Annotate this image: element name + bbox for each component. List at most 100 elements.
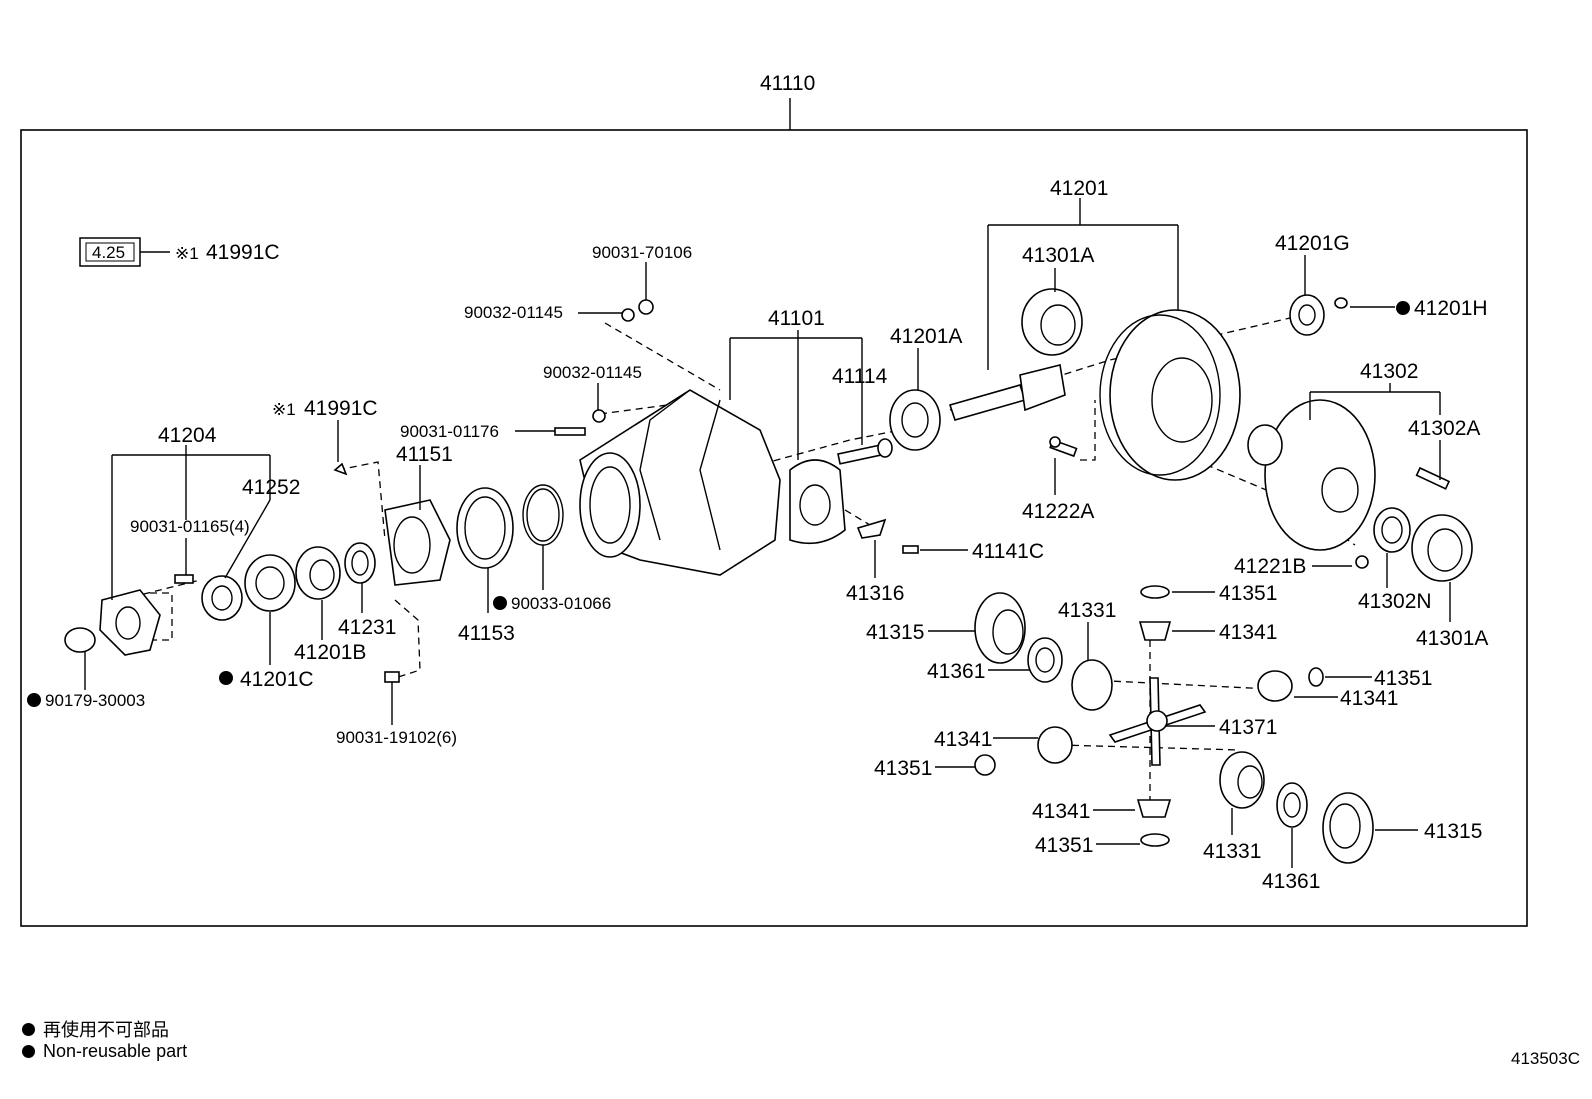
callout-41361-a[interactable]: 41361 [927, 660, 985, 683]
callout-41371[interactable]: 41371 [1219, 716, 1277, 739]
callout-41991C-b[interactable]: 41991C [304, 397, 378, 420]
part-bearing-41201B[interactable] [295, 546, 341, 600]
part-pinion-41341-c[interactable] [1037, 726, 1073, 764]
part-washer-41351-a[interactable] [1140, 585, 1170, 599]
part-bolt-90031-01176[interactable] [554, 427, 586, 436]
part-washer-41351-c[interactable] [974, 754, 996, 776]
callout-41201[interactable]: 41201 [1050, 177, 1108, 200]
callout-41341-a[interactable]: 41341 [1219, 621, 1277, 644]
callout-41201B[interactable]: 41201B [294, 641, 366, 664]
part-mark-41991C-b[interactable] [333, 462, 348, 476]
part-bearing-41201G[interactable] [1289, 294, 1325, 336]
callout-41316[interactable]: 41316 [846, 582, 904, 605]
callout-41302[interactable]: 41302 [1360, 360, 1418, 383]
callout-41351-d[interactable]: 41351 [1035, 834, 1093, 857]
callout-41252[interactable]: 41252 [242, 476, 300, 499]
part-bearing-41301A-top[interactable] [1021, 288, 1083, 356]
part-bearing-41301A-bot[interactable] [1411, 514, 1473, 582]
callout-90031-19102[interactable]: 90031-19102(6) [336, 728, 457, 747]
callout-90031-01176[interactable]: 90031-01176 [400, 422, 499, 441]
callout-41201H[interactable]: 41201H [1414, 297, 1488, 320]
part-washer-41201H[interactable] [1334, 297, 1348, 309]
part-bearing-41201A[interactable] [889, 389, 941, 451]
callout-41201A[interactable]: 41201A [890, 325, 962, 348]
callout-41351-c[interactable]: 41351 [874, 757, 932, 780]
part-washer-41302N[interactable] [1373, 507, 1411, 553]
callout-41331-a[interactable]: 41331 [1058, 599, 1116, 622]
callout-41331-b[interactable]: 41331 [1203, 840, 1261, 863]
part-retainer-41151[interactable] [384, 499, 451, 586]
part-gasket-41153[interactable] [456, 487, 514, 569]
part-washer-41351-b[interactable] [1308, 667, 1324, 687]
callout-90031-01165[interactable]: 90031-01165(4) [130, 517, 250, 536]
part-pinion-41341-b[interactable] [1257, 670, 1293, 702]
part-washer-90032-01145-a[interactable] [621, 308, 635, 322]
legend-en-text: Non-reusable part [43, 1041, 188, 1061]
part-side-gear-41331-b[interactable] [1219, 751, 1265, 809]
callout-41221B[interactable]: 41221B [1234, 555, 1306, 578]
part-pinion-41341-a[interactable] [1138, 621, 1172, 641]
callout-41153[interactable]: 41153 [458, 622, 515, 645]
part-washer-41361-a[interactable] [1027, 637, 1063, 683]
part-bolt-41302A[interactable] [1415, 466, 1451, 490]
callout-41301A-bot[interactable]: 41301A [1416, 627, 1488, 650]
assembly-frame [20, 129, 1528, 927]
part-bearing-cap-41114[interactable] [789, 459, 846, 545]
callout-41204[interactable]: 41204 [158, 424, 217, 447]
part-pinion-41201[interactable] [948, 364, 1066, 421]
callout-41991C-a[interactable]: 41991C [206, 241, 280, 264]
callout-41341-c[interactable]: 41341 [934, 728, 992, 751]
part-bolt-41114[interactable] [837, 438, 893, 465]
callout-41302A[interactable]: 41302A [1408, 417, 1480, 440]
part-bolt-90031-01165[interactable] [174, 574, 194, 584]
part-washer-41361-b[interactable] [1276, 782, 1308, 828]
part-bolt-90031-19102[interactable] [384, 671, 400, 683]
part-clip-41316[interactable] [856, 518, 887, 539]
part-diff-case-41302[interactable] [1247, 399, 1376, 551]
legend-jp-text: 再使用不可部品 [43, 1020, 169, 1040]
callout-90033-01066[interactable]: 90033-01066 [511, 594, 611, 613]
part-nut-90179-30003[interactable] [64, 627, 96, 653]
part-flange-41204[interactable] [99, 589, 161, 656]
callout-41351-b[interactable]: 41351 [1374, 667, 1432, 690]
callout-41341-b[interactable]: 41341 [1340, 687, 1398, 710]
callout-41361-b[interactable]: 41361 [1262, 870, 1320, 893]
part-ring-gear-41201[interactable] [1099, 309, 1241, 481]
callout-41201C[interactable]: 41201C [240, 668, 314, 691]
bullet-icon [22, 1022, 35, 1036]
part-cross-shaft-41371[interactable] [1108, 677, 1207, 766]
callout-41201G[interactable]: 41201G [1275, 232, 1350, 255]
callout-41302N[interactable]: 41302N [1358, 590, 1432, 613]
part-pinion-41341-d[interactable] [1136, 799, 1172, 818]
part-deflector-41252[interactable] [201, 575, 243, 621]
callout-41151[interactable]: 41151 [396, 443, 453, 466]
part-oil-seal-90033-01066[interactable] [522, 484, 564, 546]
callout-41351-a[interactable]: 41351 [1219, 582, 1277, 605]
part-side-gear-41331-a[interactable] [1071, 659, 1113, 711]
part-spacer-41231[interactable] [344, 542, 376, 584]
callout-90032-01145-b[interactable]: 90032-01145 [543, 363, 642, 382]
callout-41341-d[interactable]: 41341 [1032, 800, 1090, 823]
callout-90179-30003[interactable]: 90179-30003 [45, 691, 145, 710]
callout-90032-01145-a[interactable]: 90032-01145 [464, 303, 563, 322]
part-bolt-41222A[interactable] [1049, 436, 1078, 458]
callout-41301A-top[interactable]: 41301A [1022, 244, 1094, 267]
callout-41222A[interactable]: 41222A [1022, 500, 1094, 523]
callout-41231[interactable]: 41231 [338, 616, 396, 639]
callout-41114[interactable]: 41114 [832, 365, 888, 388]
callout-90031-70106[interactable]: 90031-70106 [592, 243, 692, 262]
callout-41101[interactable]: 41101 [768, 307, 825, 330]
callout-41315-b[interactable]: 41315 [1424, 820, 1482, 843]
part-washer-41351-d[interactable] [1140, 833, 1170, 847]
part-washer-90032-01145-b[interactable] [592, 409, 606, 423]
callout-41110[interactable]: 41110 [760, 72, 815, 95]
part-housing-41101[interactable] [579, 389, 781, 576]
callout-41315-a[interactable]: 41315 [866, 621, 924, 644]
part-side-gear-41315-b[interactable] [1322, 792, 1374, 864]
part-side-gear-41315-a[interactable] [974, 592, 1026, 664]
part-bolt-90031-70106[interactable] [638, 299, 654, 315]
callout-41141C[interactable]: 41141C [972, 540, 1044, 563]
part-seal-41201C[interactable] [244, 554, 296, 612]
part-nut-41221B[interactable] [1355, 555, 1369, 569]
part-bolt-41141C[interactable] [902, 545, 919, 554]
